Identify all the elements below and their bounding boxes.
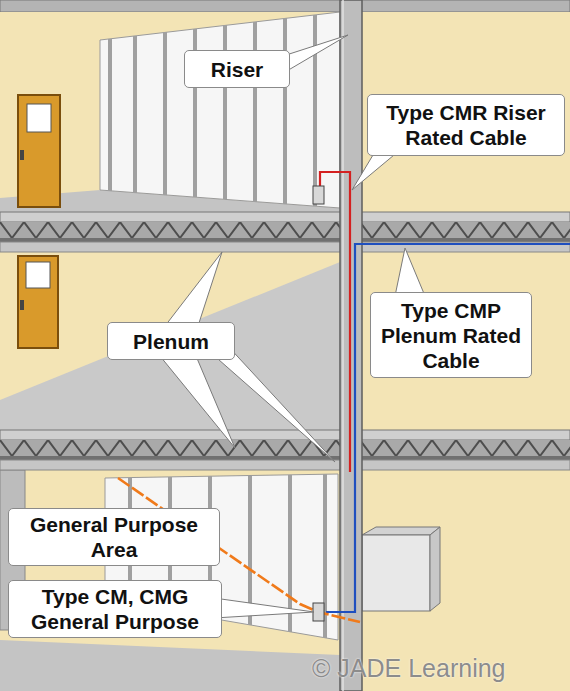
cabinet-side: [430, 527, 440, 611]
ceiling-slab: [0, 0, 570, 12]
callout-text: Plenum: [133, 329, 209, 354]
callout-box: Type CM, CMG General Purpose: [8, 580, 222, 638]
door-window: [27, 104, 51, 132]
callout-text: General Purpose Area: [15, 512, 213, 562]
wall: [362, 12, 570, 212]
callout-pointer: [395, 248, 425, 296]
stud: [133, 36, 137, 193]
plenum-cable: [326, 244, 570, 612]
ceiling: [0, 460, 570, 470]
door: [18, 256, 58, 348]
joist-chord: [0, 456, 570, 460]
stud: [313, 15, 317, 206]
callout-pointer: [160, 356, 235, 448]
joist-chord: [0, 238, 570, 242]
callout-box: Type CMP Plenum Rated Cable: [370, 292, 532, 378]
wall: [362, 252, 570, 430]
callout-pointer: [214, 598, 314, 618]
callout-box: General Purpose Area: [8, 508, 220, 566]
wall: [0, 12, 340, 212]
callout-box: Plenum: [107, 322, 235, 360]
door-handle: [20, 150, 24, 160]
floor-slab: [0, 430, 570, 440]
stud: [163, 32, 167, 195]
joist-truss: [0, 440, 570, 456]
door-window: [26, 262, 50, 288]
equipment-cabinet: [362, 535, 430, 611]
door: [18, 95, 60, 207]
joist-truss: [0, 222, 570, 238]
riser-cable: [320, 172, 350, 472]
callout-text: Riser: [211, 57, 264, 82]
callout-box: Riser: [184, 50, 290, 88]
stud-wall: [100, 12, 340, 208]
callout-pointer: [210, 344, 335, 462]
watermark: © JADE Learning: [312, 654, 506, 683]
wall: [0, 252, 340, 430]
stud: [253, 22, 257, 202]
wall-studs: [110, 15, 315, 206]
callout-text: Type CMR Riser Rated Cable: [374, 100, 558, 150]
stud: [283, 18, 287, 204]
floor-slab: [0, 212, 570, 222]
callout-pointer: [352, 150, 400, 190]
callout-pointer: [280, 35, 348, 75]
callout-pointer: [165, 252, 222, 326]
riser-edge: [342, 0, 344, 691]
callout-box: Type CMR Riser Rated Cable: [367, 94, 565, 156]
cabinet-top: [362, 527, 440, 535]
callout-text: Type CM, CMG General Purpose: [15, 584, 215, 634]
outlet-box: [313, 603, 324, 621]
wall: [0, 470, 340, 691]
floor: [0, 640, 340, 691]
callout-text: Type CMP Plenum Rated Cable: [377, 298, 525, 373]
outlet-box: [313, 186, 324, 204]
stud: [108, 39, 112, 191]
door-handle: [20, 300, 24, 310]
